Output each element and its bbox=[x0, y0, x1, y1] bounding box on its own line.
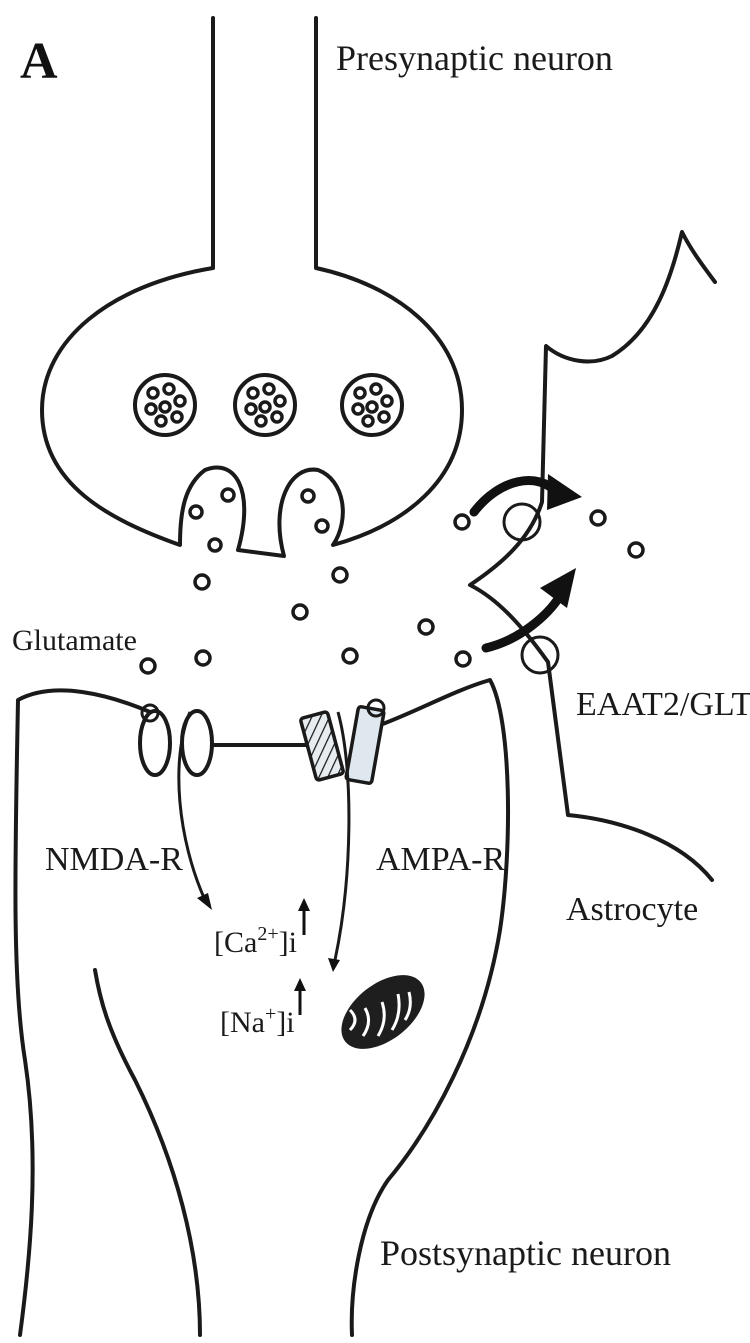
glutamate-molecule bbox=[455, 515, 469, 529]
glutamate-label: Glutamate bbox=[12, 624, 137, 657]
glutamate-molecule bbox=[196, 651, 210, 665]
vesicle-glutamate bbox=[382, 396, 392, 406]
vesicle-glutamate bbox=[260, 402, 270, 412]
glutamate-molecule bbox=[456, 652, 470, 666]
presynaptic-terminal-outline bbox=[42, 18, 462, 556]
uptake-arrows bbox=[474, 474, 582, 648]
mitochondrion bbox=[328, 960, 438, 1063]
glutamate-molecule bbox=[141, 659, 155, 673]
vesicle-glutamate bbox=[275, 396, 285, 406]
vesicle-glutamate bbox=[148, 388, 158, 398]
vesicle-glutamate bbox=[160, 402, 170, 412]
glutamate-molecule bbox=[343, 649, 357, 663]
transporter-label: EAAT2/GLT-1 bbox=[576, 686, 750, 723]
uptake-arrowhead-upper bbox=[547, 474, 582, 510]
ampa-label: AMPA-R bbox=[376, 841, 505, 878]
glutamate-molecule bbox=[419, 620, 433, 634]
vesicle-glutamate bbox=[164, 384, 174, 394]
vesicle-glutamate bbox=[246, 404, 256, 414]
ampa-receptor bbox=[300, 700, 384, 972]
fusing-vesicle-glutamate bbox=[316, 520, 328, 532]
glutamate-molecule bbox=[195, 575, 209, 589]
vesicle-glutamate bbox=[146, 404, 156, 414]
vesicle-glutamate bbox=[371, 384, 381, 394]
fusing-vesicle-glutamate bbox=[209, 539, 221, 551]
vesicle-glutamate bbox=[363, 416, 373, 426]
glutamate-molecule bbox=[293, 605, 307, 619]
vesicle-glutamate bbox=[172, 412, 182, 422]
transporter-lower bbox=[522, 637, 558, 673]
vesicle-glutamate bbox=[379, 412, 389, 422]
vesicle-glutamate bbox=[353, 404, 363, 414]
ampa-subunit-shaded bbox=[346, 706, 384, 783]
nmda-label: NMDA-R bbox=[45, 841, 183, 878]
ampa-ion-flow-arrowhead bbox=[328, 958, 340, 972]
glutamate-molecule bbox=[591, 511, 605, 525]
glutamate-molecule bbox=[333, 568, 347, 582]
glutamate-molecule bbox=[629, 543, 643, 557]
fusing-vesicle-glutamate bbox=[222, 489, 234, 501]
vesicle-glutamate bbox=[367, 402, 377, 412]
astrocyte-label: Astrocyte bbox=[566, 891, 698, 928]
vesicle-glutamate bbox=[355, 388, 365, 398]
nmda-receptor bbox=[140, 705, 212, 910]
fusing-vesicle-glutamate bbox=[190, 506, 202, 518]
calcium-label: [Ca2+]i bbox=[214, 923, 297, 959]
presynaptic-label: Presynaptic neuron bbox=[336, 38, 613, 78]
postsynaptic-neuron-outline bbox=[15, 690, 150, 1335]
sodium-label: [Na+]i bbox=[220, 1003, 295, 1039]
vesicle-glutamate bbox=[256, 416, 266, 426]
vesicle-glutamate bbox=[248, 388, 258, 398]
nmda-ion-flow-arrowhead bbox=[197, 893, 212, 910]
vesicle-glutamate bbox=[272, 412, 282, 422]
vesicle-glutamate-dots bbox=[146, 384, 392, 551]
fusing-vesicle-glutamate bbox=[302, 490, 314, 502]
panel-label: A bbox=[20, 33, 58, 90]
vesicle-glutamate bbox=[175, 396, 185, 406]
ampa-subunit-hatched bbox=[300, 711, 344, 780]
vesicle-glutamate bbox=[264, 384, 274, 394]
dendrite-inner-left bbox=[95, 970, 200, 1335]
vesicle-glutamate bbox=[156, 416, 166, 426]
postsynaptic-label: Postsynaptic neuron bbox=[380, 1233, 671, 1273]
